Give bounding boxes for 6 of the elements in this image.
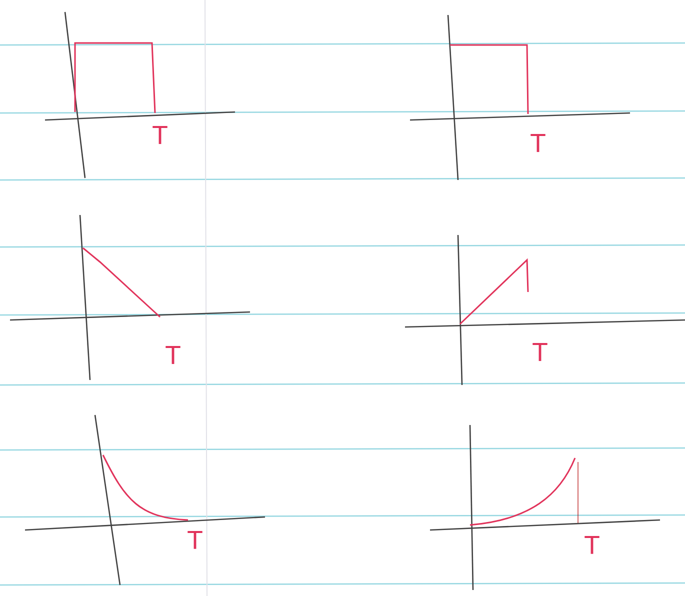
axis-label: T <box>188 531 202 549</box>
axis-label: T <box>584 536 600 554</box>
axis-label: T <box>532 343 548 361</box>
axis-label: T <box>530 134 546 152</box>
axis-label: T <box>152 126 168 144</box>
axis-label: T <box>166 346 180 364</box>
